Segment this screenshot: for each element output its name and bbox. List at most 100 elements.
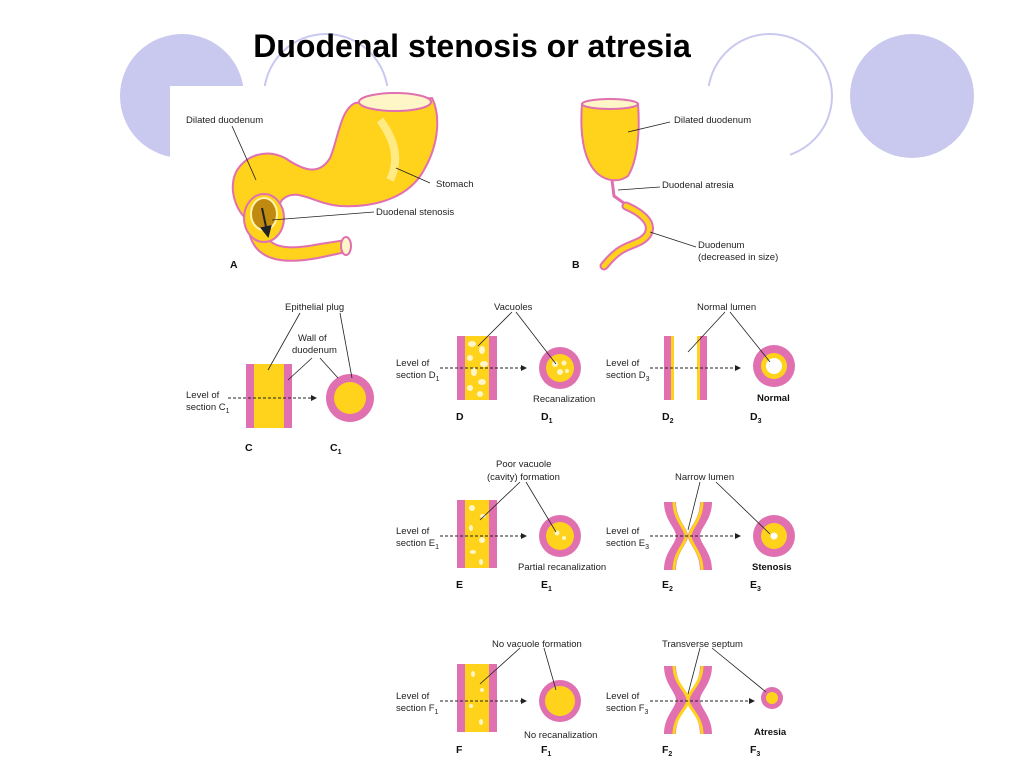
vacuole-spots [469, 671, 484, 725]
septum-wall-right [688, 666, 712, 734]
decor-circle [850, 34, 974, 158]
label-normal: Normal [757, 393, 790, 404]
panel-a: Dilated duodenum Stomach Duodenal stenos… [186, 92, 474, 271]
leader-line [515, 311, 557, 365]
label-no-recanalization: No recanalization [524, 730, 597, 741]
leader-line [687, 647, 701, 695]
leader-line [395, 167, 431, 184]
panel-letter-d1: D1 [541, 411, 553, 425]
label-decreased-size: (decreased in size) [698, 252, 778, 263]
panel-letter-f3: F3 [750, 744, 760, 758]
panel-letter-c: C [245, 442, 253, 454]
epithelial-plug [254, 364, 284, 428]
leader-line [687, 481, 701, 531]
inner-lining [697, 336, 700, 400]
section-e3-lumen [770, 532, 778, 540]
panel-letter-b: B [572, 259, 580, 271]
leader-line [231, 125, 257, 181]
label-level-of-e: Level of [396, 526, 430, 537]
leader-line [525, 481, 557, 533]
slide-title: Duodenal stenosis or atresia [253, 28, 691, 64]
septum-lining [686, 665, 704, 735]
label-duodenum: Duodenum [698, 240, 745, 251]
panel-letter-a: A [230, 259, 238, 271]
label-section-f1: section F1 [396, 703, 439, 716]
panel-b: Dilated duodenum Duodenal atresia Duoden… [572, 98, 778, 271]
panel-c: Epithelial plug Wall of duodenum Level o… [186, 302, 374, 456]
wall-left [457, 664, 465, 732]
leader-line [687, 311, 726, 353]
label-section-c1: section C1 [186, 402, 230, 415]
leader-line [617, 186, 661, 191]
panel-letter-e: E [456, 579, 463, 591]
wall-left [457, 500, 465, 568]
leader-line [627, 121, 671, 133]
leader-line [339, 312, 353, 379]
panel-letter-e1: E1 [541, 579, 552, 593]
leader-line [477, 311, 513, 347]
panel-letter-c1: C1 [330, 442, 342, 456]
cup-opening [581, 98, 639, 110]
label-duodenum-c: duodenum [292, 345, 337, 356]
leader-line [319, 357, 339, 379]
label-duodenal-atresia: Duodenal atresia [662, 180, 735, 191]
label-normal-lumen: Normal lumen [697, 302, 756, 313]
label-level-of-f: Level of [396, 691, 430, 702]
plug-partial [465, 500, 489, 568]
duodenum-tube [248, 226, 347, 262]
label-wall-of: Wall of [298, 333, 327, 344]
row-d: Vacuoles Level of section D1 Recanalizat… [396, 302, 795, 425]
panel-letter-e3: E3 [750, 579, 761, 593]
wall-right [284, 364, 292, 428]
label-recanalization: Recanalization [533, 394, 595, 405]
label-stenosis: Stenosis [752, 562, 792, 573]
section-d1-vacuoles [552, 360, 569, 375]
section-d1-core [546, 354, 574, 382]
label-level-of-c: Level of [186, 390, 220, 401]
label-transverse-septum: Transverse septum [662, 639, 743, 650]
panel-letter-f: F [456, 744, 463, 756]
wall-right [700, 336, 707, 400]
duodenum-end [340, 236, 352, 256]
label-duodenal-stenosis: Duodenal stenosis [376, 207, 454, 218]
leader-line [711, 647, 767, 693]
leader-line [479, 647, 521, 685]
leader-line [543, 647, 557, 691]
stomach-opening [358, 92, 432, 112]
section-f3-core [766, 692, 778, 704]
label-narrow-lumen: Narrow lumen [675, 472, 734, 483]
vacuole-spots [467, 341, 488, 397]
septum-wall-left [664, 666, 688, 734]
stomach-highlight [376, 117, 400, 182]
leader-line [267, 312, 301, 371]
label-level-of-e3: Level of [606, 526, 640, 537]
section-c1-plug [334, 382, 366, 414]
row-e: Poor vacuole (cavity) formation Level of… [396, 459, 795, 593]
section-f1-core [545, 686, 575, 716]
leader-line [649, 231, 697, 248]
label-section-d1: section D1 [396, 370, 440, 383]
label-section-f3: section F3 [606, 703, 649, 716]
wall-right [489, 500, 497, 568]
label-dilated-duodenum-b: Dilated duodenum [674, 115, 751, 126]
wall-right [489, 664, 497, 732]
label-level-of-f3: Level of [606, 691, 640, 702]
stenosis-arrow [260, 207, 272, 238]
panel-letter-d3: D3 [750, 411, 762, 425]
panel-letter-f1: F1 [541, 744, 551, 758]
label-cavity-formation: (cavity) formation [487, 472, 560, 483]
label-stomach: Stomach [436, 179, 474, 190]
panel-letter-e2: E2 [662, 579, 673, 593]
label-epithelial-plug: Epithelial plug [285, 302, 344, 313]
label-no-vacuole-formation: No vacuole formation [492, 639, 582, 650]
leader-line [287, 357, 313, 381]
section-e1-core [546, 522, 574, 550]
label-atresia: Atresia [754, 727, 787, 738]
label-dilated-duodenum: Dilated duodenum [186, 115, 263, 126]
leader-line [479, 481, 521, 521]
leader-line [729, 311, 771, 363]
wall-left [246, 364, 254, 428]
label-level-of-d3: Level of [606, 358, 640, 369]
label-poor-vacuole: Poor vacuole [496, 459, 551, 470]
